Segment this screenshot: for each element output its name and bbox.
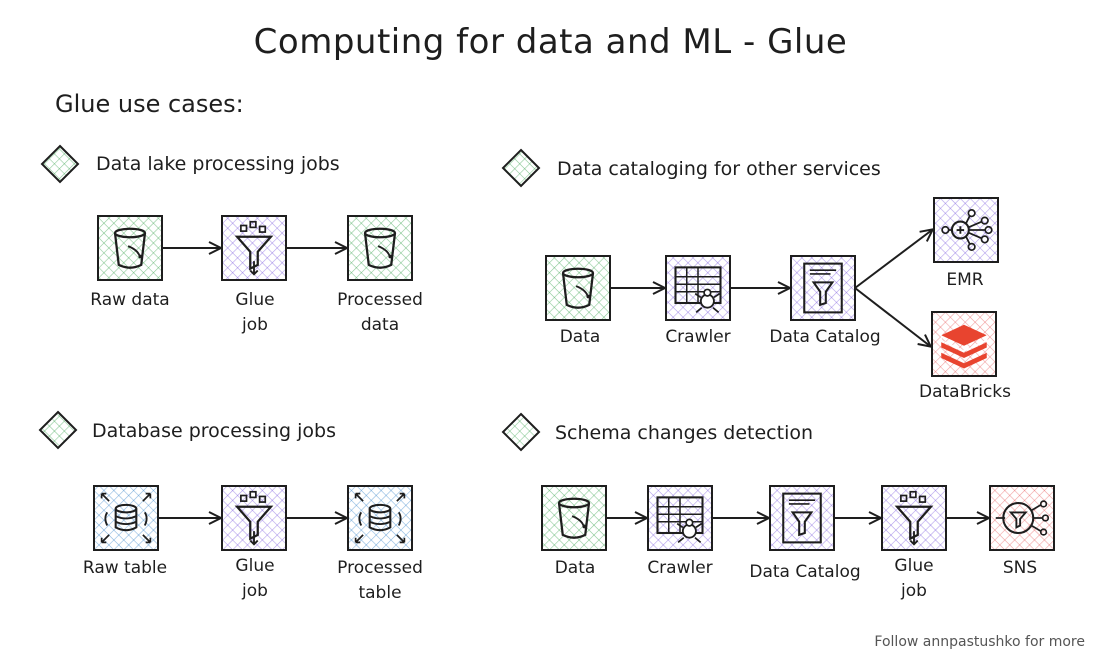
s1-processed-data-label-2: data: [360, 315, 400, 335]
s1-processed-data-node: [347, 215, 413, 281]
s1-raw-data-node: [97, 215, 163, 281]
s2-processed-table-label-2: table: [358, 583, 402, 603]
s3-databricks-label: DataBricks: [918, 382, 1011, 402]
s2-raw-table-label: Raw table: [82, 558, 168, 578]
s4-glue-job-label-2: job: [901, 581, 927, 601]
section-4-badge: [501, 412, 541, 452]
s4-sns-node: [989, 485, 1055, 551]
s2-processed-table-node: [347, 485, 413, 551]
s3-data-catalog-node: [790, 255, 856, 321]
s3-data-label: Data: [559, 327, 601, 347]
s3-data-node: [545, 255, 611, 321]
section-3-badge: [501, 148, 541, 188]
s1-glue-job-label-2: job: [242, 315, 268, 335]
section-3-title: Data cataloging for other services: [557, 158, 881, 180]
s4-data-catalog-node: [769, 485, 835, 551]
s1-raw-data-label: Raw data: [90, 290, 170, 310]
s2-glue-job-node: [221, 485, 287, 551]
s4-crawler-label: Crawler: [647, 558, 713, 578]
section-1-title: Data lake processing jobs: [96, 153, 340, 175]
s3-databricks-node: [931, 311, 997, 377]
s4-data-node: [541, 485, 607, 551]
subtitle: Glue use cases:: [55, 90, 244, 118]
s3-crawler-label: Crawler: [665, 327, 731, 347]
s3-data-catalog-label: Data Catalog: [769, 327, 881, 347]
section-2-title: Database processing jobs: [92, 420, 336, 442]
s1-glue-job-label-1: Glue: [235, 290, 275, 310]
s4-glue-job-node: [881, 485, 947, 551]
section-1-badge: [40, 144, 80, 184]
s4-glue-job-label-1: Glue: [894, 556, 934, 576]
section-2-badge: [38, 410, 78, 450]
s4-sns-label: SNS: [1002, 558, 1038, 578]
footer-credit: Follow annpastushko for more: [874, 634, 1085, 650]
s3-emr-label: EMR: [946, 270, 984, 290]
page-title: Computing for data and ML - Glue: [253, 22, 848, 62]
s4-data-catalog-label: Data Catalog: [749, 562, 861, 582]
s3-crawler-node: [665, 255, 731, 321]
s4-crawler-node: [647, 485, 713, 551]
s4-data-label: Data: [554, 558, 596, 578]
s2-glue-job-label-2: job: [242, 581, 268, 601]
s3-arrow-emr: [854, 230, 932, 289]
s2-raw-table-node: [93, 485, 159, 551]
s1-processed-data-label-1: Processed: [337, 290, 423, 310]
s1-glue-job-node: [221, 215, 287, 281]
s3-arrow-databricks: [854, 287, 930, 346]
section-4-title: Schema changes detection: [555, 422, 814, 444]
s3-emr-node: [933, 197, 999, 263]
s2-glue-job-label-1: Glue: [235, 556, 275, 576]
s2-processed-table-label-1: Processed: [337, 558, 423, 578]
